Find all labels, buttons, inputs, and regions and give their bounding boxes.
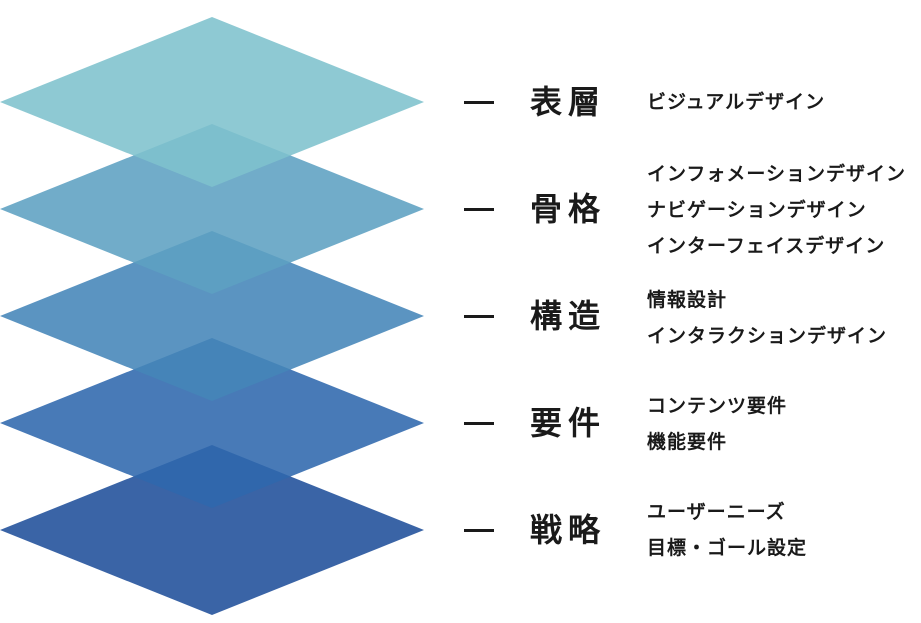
layer-row-skeleton: 骨格 インフォメーションデザイン ナビゲーションデザイン インターフェイスデザイ… — [0, 163, 921, 257]
layer-item: 機能要件 — [647, 431, 728, 453]
layer-item: インフォメーションデザイン — [647, 163, 907, 185]
dash-marker — [464, 101, 494, 104]
layer-items-strategy: ユーザーニーズ 目標・ゴール設定 — [647, 494, 807, 566]
layer-row-strategy: 戦略 ユーザーニーズ 目標・ゴール設定 — [0, 501, 921, 559]
layer-item: ユーザーニーズ — [647, 501, 786, 523]
layer-items-skeleton: インフォメーションデザイン ナビゲーションデザイン インターフェイスデザイン — [647, 156, 906, 264]
layer-item: インターフェイスデザイン — [647, 235, 886, 257]
layer-row-scope: 要件 コンテンツ要件 機能要件 — [0, 395, 921, 453]
layer-item: コンテンツ要件 — [647, 395, 788, 417]
dash-marker — [464, 315, 494, 318]
layer-row-structure: 構造 情報設計 インタラクションデザイン — [0, 289, 921, 347]
layer-row-surface: 表層 ビジュアルデザイン — [0, 83, 921, 121]
dash-marker — [464, 529, 494, 532]
layer-items-surface: ビジュアルデザイン — [647, 84, 825, 120]
layer-name-surface: 表層 — [530, 83, 607, 121]
layer-item: 目標・ゴール設定 — [647, 537, 808, 559]
layer-diamond-structure — [0, 231, 424, 401]
layer-diamond-scope — [0, 338, 424, 508]
layer-name-structure: 構造 — [530, 297, 607, 335]
layer-diamond-skeleton — [0, 124, 424, 294]
dash-marker — [464, 208, 494, 211]
layer-item: ナビゲーションデザイン — [647, 199, 867, 221]
layer-items-scope: コンテンツ要件 機能要件 — [647, 388, 787, 460]
layer-item: インタラクションデザイン — [647, 325, 888, 347]
layer-name-skeleton: 骨格 — [530, 190, 607, 228]
layer-item: 情報設計 — [647, 289, 728, 311]
dash-marker — [464, 422, 494, 425]
layers-diagram — [0, 17, 424, 615]
layer-items-structure: 情報設計 インタラクションデザイン — [647, 282, 887, 354]
layer-diamond-surface — [0, 17, 424, 187]
layer-item: ビジュアルデザイン — [647, 91, 826, 113]
layer-name-strategy: 戦略 — [530, 511, 607, 549]
layer-diamond-strategy — [0, 445, 424, 615]
layer-name-scope: 要件 — [530, 404, 607, 442]
